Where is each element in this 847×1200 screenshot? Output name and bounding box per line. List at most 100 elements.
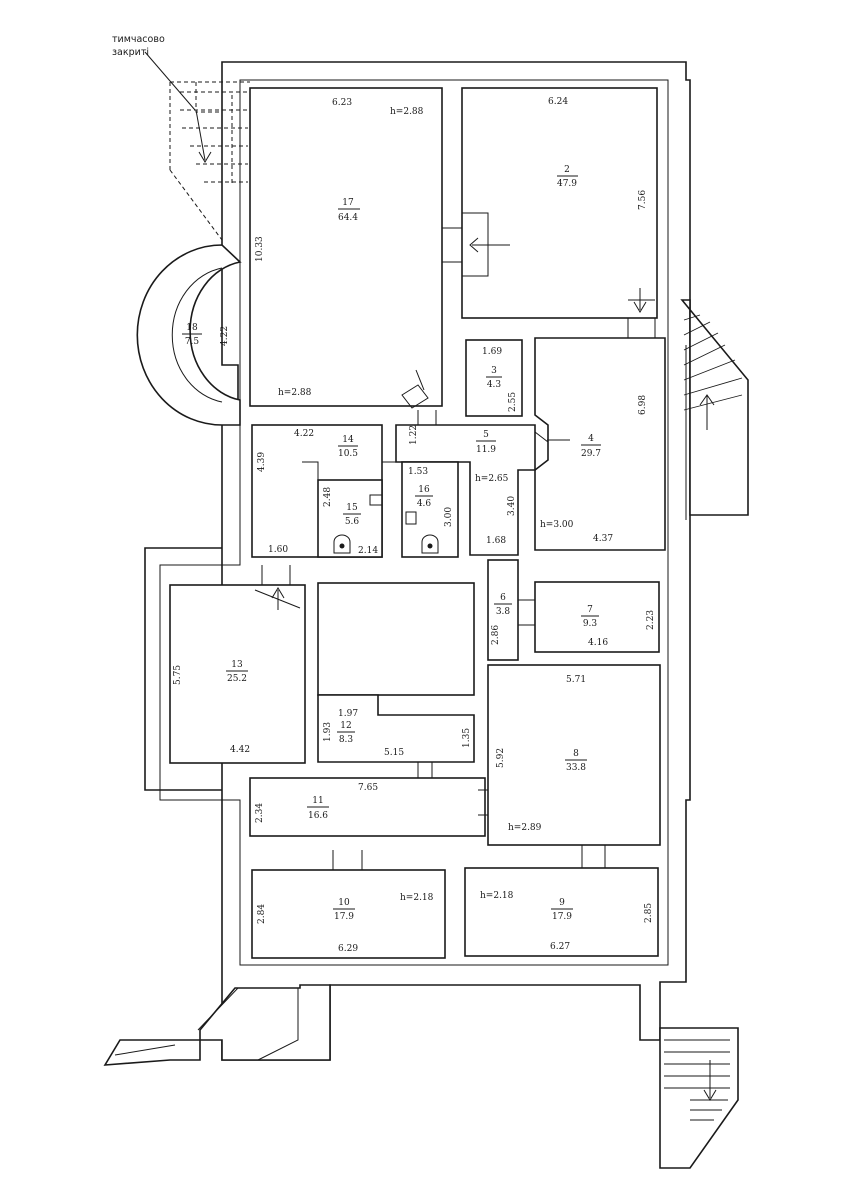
room-11-side: 2.34 bbox=[255, 803, 265, 823]
door-10-top bbox=[332, 850, 363, 870]
room-3-area: 4.3 bbox=[487, 380, 502, 390]
room-12-side2: 1.35 bbox=[462, 728, 472, 748]
room-15-width: 2.14 bbox=[358, 546, 378, 556]
room-7-width: 4.16 bbox=[588, 638, 608, 648]
room-8-width: 5.71 bbox=[566, 675, 586, 685]
note-line2: закриті bbox=[112, 47, 149, 58]
room-4-area: 29.7 bbox=[581, 449, 601, 459]
room-6-number: 6 bbox=[500, 593, 506, 603]
room-10 bbox=[251, 869, 446, 959]
room-3 bbox=[465, 339, 523, 417]
room-12-side: 1.93 bbox=[323, 722, 333, 742]
door-corridor-left bbox=[417, 410, 437, 425]
room-5-width: 1.68 bbox=[486, 536, 506, 546]
room-5-side: 3.40 bbox=[507, 496, 517, 516]
room-6-area: 3.8 bbox=[496, 607, 511, 617]
room-4-number: 4 bbox=[588, 434, 594, 444]
room-13 bbox=[169, 584, 306, 764]
door-9-8 bbox=[581, 845, 606, 868]
room-5-area: 11.9 bbox=[476, 445, 496, 455]
toilet-icon bbox=[333, 534, 351, 554]
room-15 bbox=[317, 479, 383, 558]
central-hall bbox=[317, 582, 475, 696]
room-4-height: h=3.00 bbox=[540, 520, 574, 530]
sink-icon bbox=[369, 494, 383, 506]
room-9-height: h=2.18 bbox=[480, 891, 514, 901]
room-17 bbox=[249, 87, 443, 407]
note-leader bbox=[144, 51, 196, 111]
room-17-number: 17 bbox=[342, 198, 354, 208]
room-10-width: 6.29 bbox=[338, 944, 358, 954]
room-2-area: 47.9 bbox=[557, 179, 577, 189]
room-8-height: h=2.89 bbox=[508, 823, 542, 833]
room-6 bbox=[487, 559, 519, 661]
arrow-13-head bbox=[271, 587, 285, 599]
closed-stairs bbox=[169, 81, 250, 241]
room-10-height: h=2.18 bbox=[400, 893, 434, 903]
room-10-number: 10 bbox=[338, 898, 350, 908]
room-13-width: 4.42 bbox=[230, 745, 250, 755]
room-8-side: 5.92 bbox=[496, 748, 506, 768]
room-2 bbox=[461, 87, 658, 319]
entrance-left bbox=[103, 984, 331, 1066]
room-12-area: 8.3 bbox=[339, 735, 354, 745]
arrow-2-down-head bbox=[633, 301, 647, 313]
room-16 bbox=[401, 461, 459, 558]
room-13-top: 1.60 bbox=[268, 545, 288, 555]
note-line1: тимчасово bbox=[112, 34, 165, 45]
room-7 bbox=[534, 581, 660, 653]
room-17-side: 10.33 bbox=[255, 236, 265, 262]
room-15-number: 15 bbox=[346, 503, 358, 513]
room-9-number: 9 bbox=[559, 898, 565, 908]
room-14-area: 10.5 bbox=[338, 449, 358, 459]
room-18-area: 7.5 bbox=[185, 337, 200, 347]
room-18-inner bbox=[171, 267, 223, 403]
room-12-number: 12 bbox=[340, 721, 351, 731]
room-4-side: 6.98 bbox=[638, 395, 648, 415]
room-13-area: 25.2 bbox=[227, 674, 247, 684]
room-8-number: 8 bbox=[573, 749, 579, 759]
room-12 bbox=[317, 694, 475, 763]
room-11-width: 7.65 bbox=[358, 783, 378, 793]
room-15-side: 2.48 bbox=[323, 487, 333, 507]
arrow-17-corridor bbox=[415, 369, 425, 391]
room-4 bbox=[534, 337, 666, 551]
right-stairs bbox=[680, 299, 749, 520]
sink-icon bbox=[405, 511, 417, 525]
room-14-side: 4.39 bbox=[257, 452, 267, 472]
room-11 bbox=[249, 777, 486, 837]
door-5-4 bbox=[534, 431, 549, 452]
room-17-width: 6.23 bbox=[332, 98, 352, 108]
room-12-width: 1.97 bbox=[338, 709, 358, 719]
toilet-icon bbox=[421, 534, 439, 554]
door-12-11 bbox=[417, 762, 433, 778]
room-6-side: 2.86 bbox=[491, 625, 501, 645]
room-7-number: 7 bbox=[587, 605, 593, 615]
room-2-side: 7.56 bbox=[638, 190, 648, 210]
room-5-side2: 1.22 bbox=[409, 425, 419, 445]
room-8-area: 33.8 bbox=[566, 763, 586, 773]
room-2-width: 6.24 bbox=[548, 97, 568, 107]
room-7-side: 2.23 bbox=[646, 610, 656, 630]
room-10-side: 2.84 bbox=[257, 904, 267, 924]
room-3-side: 2.55 bbox=[508, 392, 518, 412]
entrance-left-inner bbox=[114, 987, 299, 1061]
room-5-height: h=2.65 bbox=[475, 474, 509, 484]
room-17-area: 64.4 bbox=[338, 213, 358, 223]
room-16-side: 3.00 bbox=[444, 507, 454, 527]
room-3-number: 3 bbox=[491, 366, 497, 376]
room-11-area: 16.6 bbox=[308, 811, 328, 821]
room-14-partition bbox=[302, 461, 396, 480]
room-4-width: 4.37 bbox=[593, 534, 613, 544]
room-14-number: 14 bbox=[342, 435, 354, 445]
room-7-area: 9.3 bbox=[583, 619, 598, 629]
room-13-number: 13 bbox=[231, 660, 243, 670]
room-9 bbox=[464, 867, 659, 957]
room-16-number: 16 bbox=[418, 485, 430, 495]
room-14-width: 4.22 bbox=[294, 429, 314, 439]
room-3-width: 1.69 bbox=[482, 347, 502, 357]
room-9-width: 6.27 bbox=[550, 942, 570, 952]
room-18-number: 18 bbox=[186, 323, 198, 333]
room-11-number: 11 bbox=[312, 796, 323, 806]
